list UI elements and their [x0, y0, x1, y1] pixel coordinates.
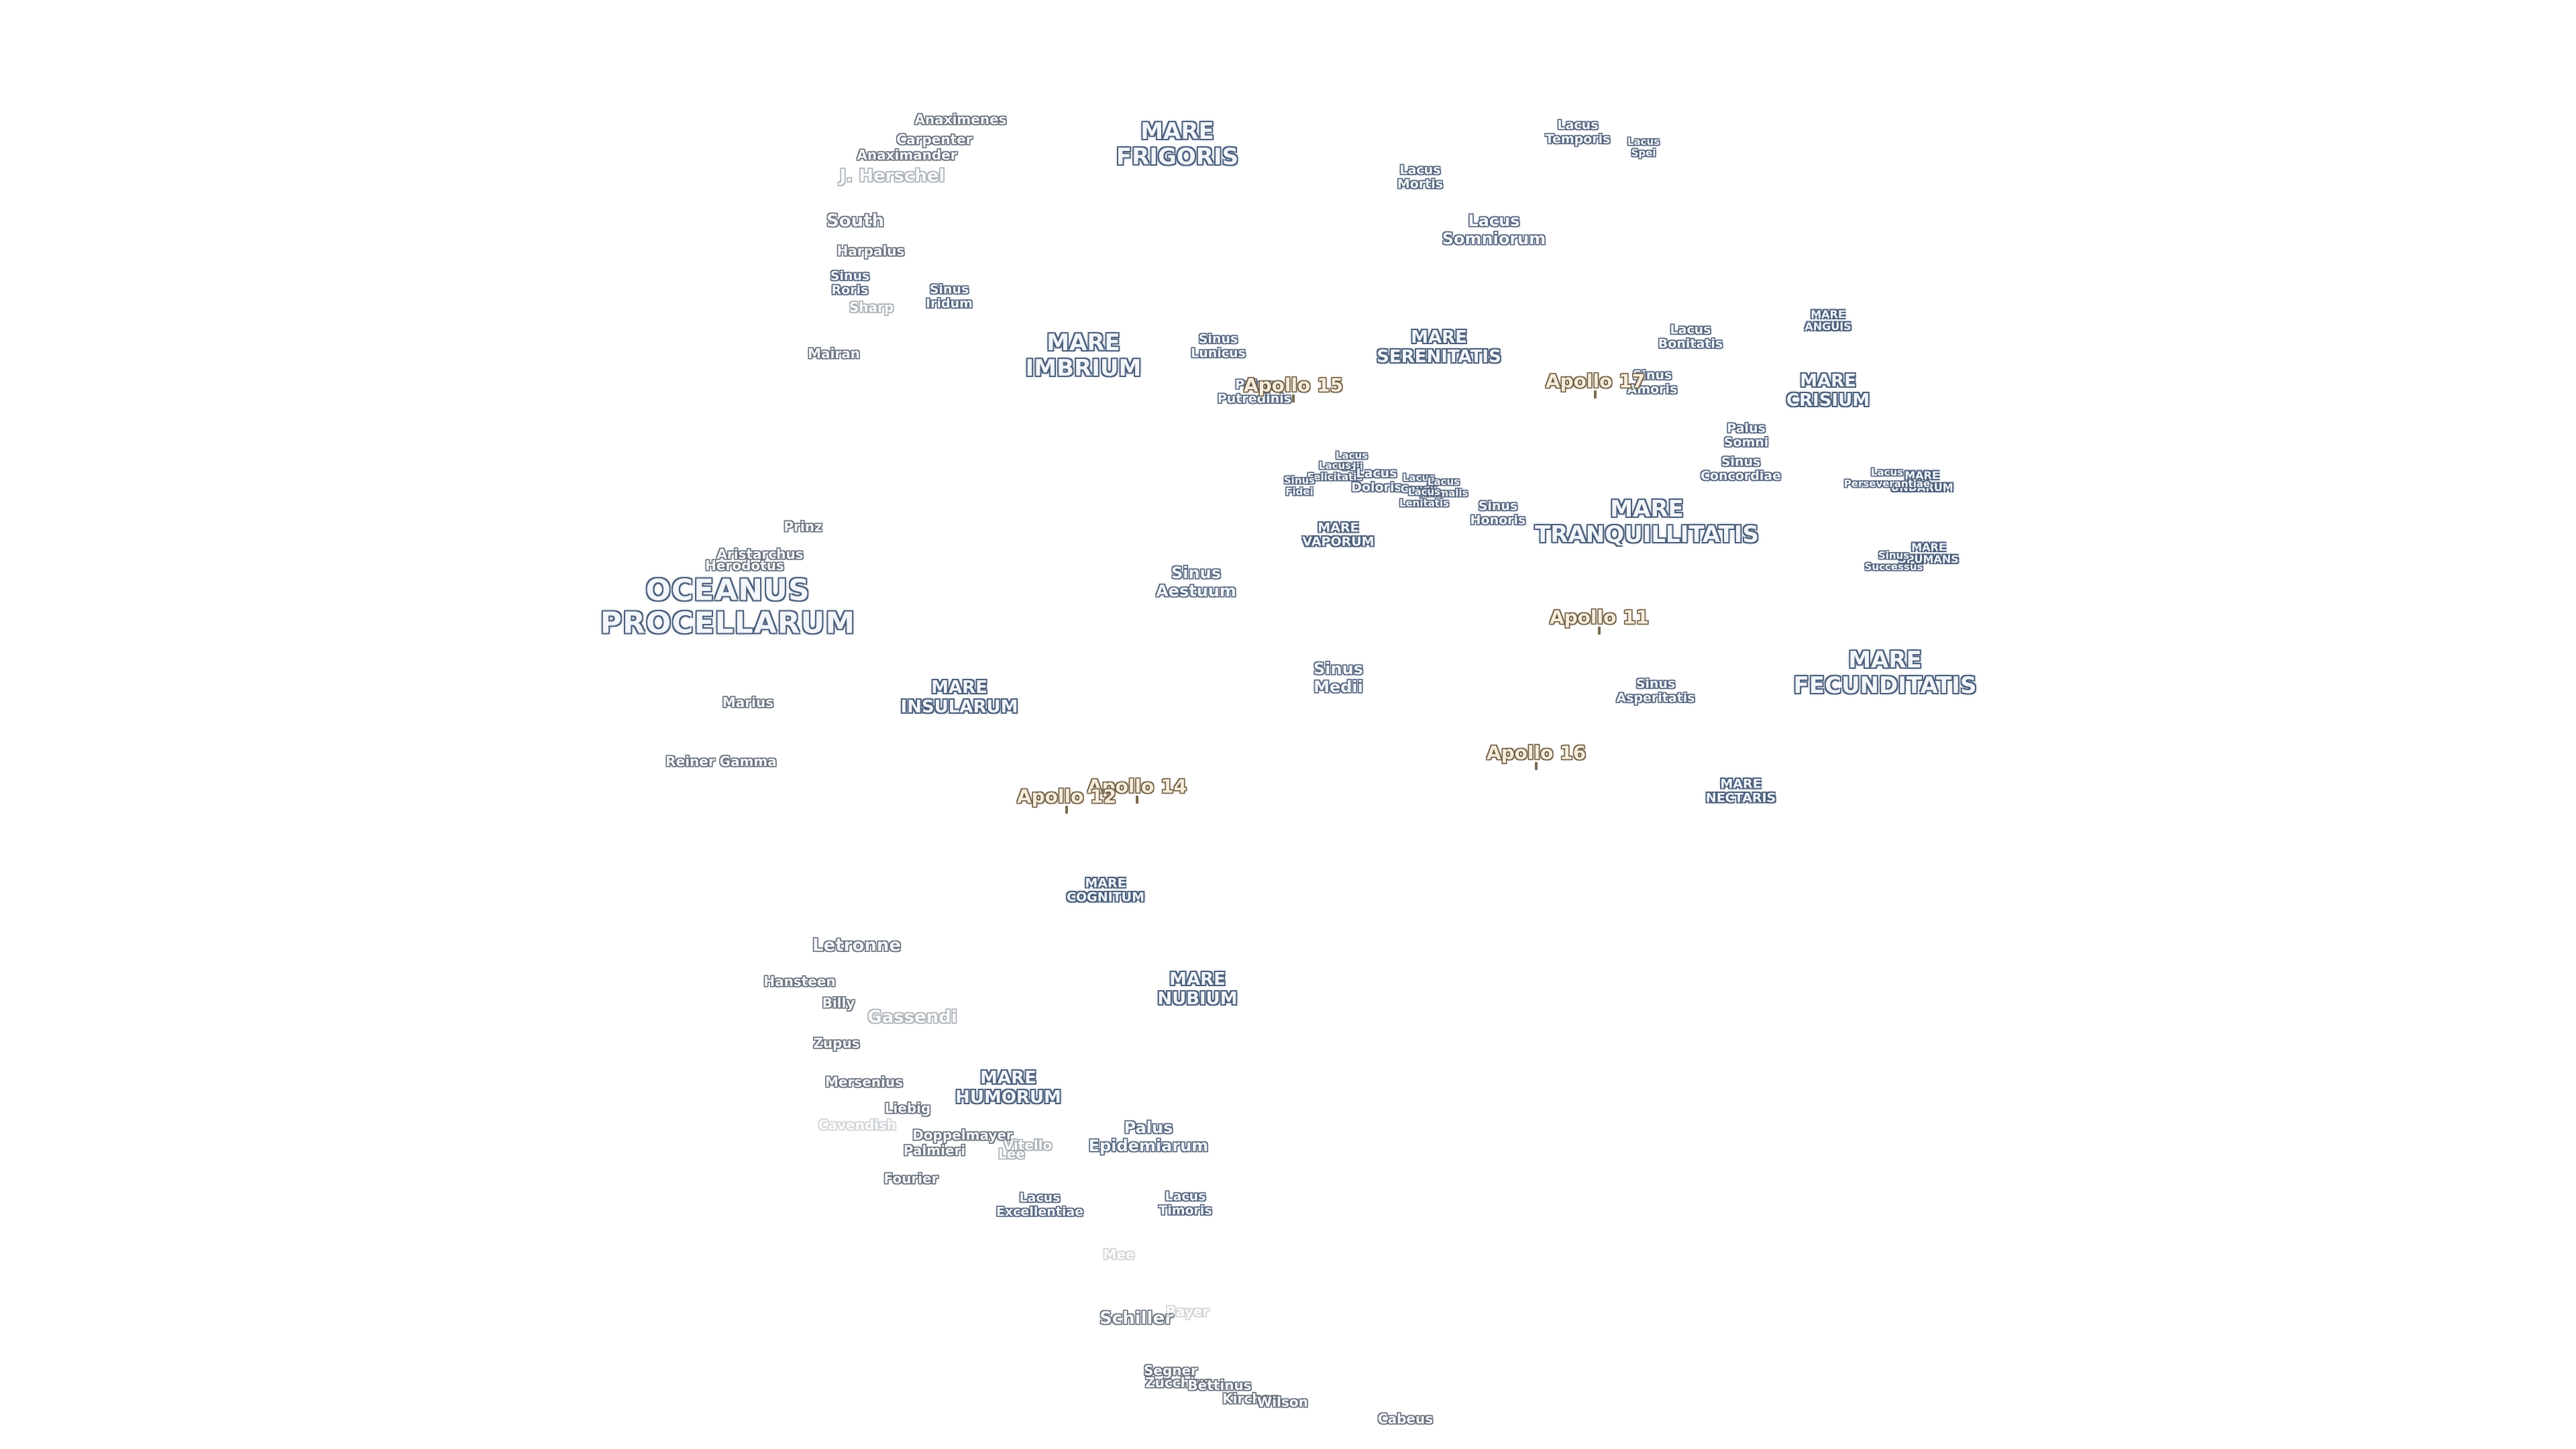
landing-site-label-apollo-14: Apollo 14	[1087, 775, 1187, 798]
mare-label-mare-spumans: MARE SPUMANS	[1898, 541, 1959, 566]
crater-label-segner: Segner	[1144, 1362, 1197, 1379]
feature-label-lacus-mortis: Lacus Mortis	[1397, 162, 1444, 192]
feature-label-lacus-temporis: Lacus Temporis	[1545, 117, 1611, 147]
crater-label-lee: Lee	[998, 1145, 1025, 1162]
landing-site-marker-icon	[1292, 394, 1295, 402]
mare-label-mare-anguis: MARE ANGUIS	[1805, 308, 1851, 333]
feature-label-sinus-iridum: Sinus Iridum	[926, 282, 973, 311]
crater-label-bayer: Bayer	[1165, 1303, 1210, 1320]
mare-label-mare-imbrium: MARE IMBRIUM	[1025, 329, 1142, 382]
crater-label-reiner-gamma: Reiner Gamma	[665, 753, 777, 769]
mare-label-mare-serenitatis: MARE SERENITATIS	[1377, 327, 1501, 367]
mare-label-mare-nubium: MARE NUBIUM	[1157, 969, 1238, 1009]
crater-label-billy: Billy	[822, 994, 855, 1011]
crater-label-doppelmayer: Doppelmayer	[912, 1126, 1013, 1143]
feature-label-sinus-honoris: Sinus Honoris	[1470, 498, 1526, 528]
crater-label-j-herschel: J. Herschel	[839, 166, 945, 186]
crater-label-aristarchus: Aristarchus	[716, 545, 804, 562]
feature-label-lacus-perseverantiae: Lacus Perseverantiae	[1843, 466, 1931, 490]
crater-label-anaximander: Anaximander	[857, 146, 957, 163]
mare-label-mare-humorum: MARE HUMORUM	[955, 1067, 1061, 1108]
mare-label-mare-fecunditatis: MARE FECUNDITATIS	[1793, 646, 1977, 699]
crater-label-prinz: Prinz	[784, 518, 822, 535]
feature-label-lacus-timoris: Lacus Timoris	[1159, 1189, 1212, 1218]
crater-label-gassendi: Gassendi	[867, 1007, 957, 1028]
crater-label-mairan: Mairan	[808, 345, 860, 362]
feature-label-lacus-lenitatis: Lacus Lenitatis	[1399, 486, 1450, 509]
feature-label-lacus-odii: Lacus Odii	[1335, 449, 1368, 473]
mare-label-mare-tranquillitatis: MARE TRANQUILLITATIS	[1535, 495, 1759, 548]
mare-label-oceanus-procellarum: OCEANUS PROCELLARUM	[600, 573, 856, 641]
crater-label-herodotus: Herodotus	[705, 557, 784, 574]
crater-label-bettinus: Bettinus	[1187, 1377, 1252, 1393]
feature-label-lacus-bonitatis: Lacus Bonitatis	[1658, 322, 1723, 352]
landing-site-label-apollo-12: Apollo 12	[1016, 785, 1117, 808]
crater-label-kircher: Kircher	[1222, 1390, 1277, 1407]
crater-label-liebig: Liebig	[884, 1099, 931, 1116]
crater-label-fourier: Fourier	[883, 1170, 938, 1187]
mare-label-mare-cognitum: MARE COGNITUM	[1067, 875, 1144, 905]
feature-label-lacus-gaudii: Lacus Gaudii	[1400, 472, 1438, 495]
feature-label-palus-epidemiarum: Palus Epidemiarum	[1088, 1118, 1209, 1155]
crater-label-hansteen: Hansteen	[763, 973, 836, 989]
feature-label-sinus-asperitatis: Sinus Asperitatis	[1616, 676, 1695, 706]
feature-label-sinus-concordiae: Sinus Concordiae	[1700, 454, 1782, 484]
landing-site-marker-icon	[1065, 806, 1068, 814]
landing-site-label-apollo-11: Apollo 11	[1549, 606, 1650, 629]
landing-site-label-apollo-15: Apollo 15	[1243, 374, 1344, 396]
mare-label-mare-frigoris: MARE FRIGORIS	[1116, 117, 1239, 170]
mare-label-mare-vaporum: MARE VAPORUM	[1302, 520, 1375, 549]
crater-label-letronne: Letronne	[812, 935, 901, 956]
feature-label-sinus-medii: Sinus Medii	[1313, 659, 1363, 696]
crater-label-zupus: Zupus	[813, 1034, 860, 1051]
crater-label-sharp: Sharp	[849, 299, 894, 315]
landing-site-marker-icon	[1136, 796, 1138, 804]
feature-label-lacus-hiemalis: Lacus Hiemalis	[1419, 476, 1468, 499]
crater-label-anaximenes: Anaximenes	[914, 111, 1007, 127]
landing-site-marker-icon	[1598, 627, 1601, 635]
feature-label-palus-somni: Palus Somni	[1723, 421, 1769, 450]
feature-label-sinus-successus: Sinus Successus	[1864, 549, 1923, 573]
crater-label-palmieri: Palmieri	[903, 1142, 966, 1159]
crater-label-harpalus: Harpalus	[837, 242, 905, 259]
crater-label-carpenter: Carpenter	[896, 131, 973, 148]
mare-label-mare-nectaris: MARE NECTARIS	[1705, 776, 1776, 806]
feature-label-palus-putredinis: Palus Putredinis	[1217, 377, 1292, 407]
crater-label-marius: Marius	[722, 694, 774, 710]
feature-label-sinus-fidei: Sinus Fidei	[1283, 474, 1316, 498]
feature-label-lacus-felicitatis: Lacus Felicitatis	[1307, 460, 1363, 483]
crater-label-cabeus: Cabeus	[1377, 1410, 1434, 1427]
feature-label-lacus-excellentiae: Lacus Excellentiae	[996, 1190, 1084, 1220]
mare-label-mare-insularum: MARE INSULARUM	[900, 677, 1018, 717]
landing-site-marker-icon	[1594, 390, 1597, 398]
mare-label-mare-undarum: MARE UNDARUM	[1890, 469, 1953, 494]
crater-label-mee: Mee	[1103, 1246, 1135, 1263]
crater-label-cavendish: Cavendish	[818, 1116, 897, 1133]
crater-label-mersenius: Mersenius	[824, 1073, 904, 1090]
feature-label-lacus-somniorum: Lacus Somniorum	[1442, 211, 1546, 248]
crater-label-wilson: Wilson	[1257, 1393, 1308, 1410]
landing-site-marker-icon	[1535, 762, 1538, 770]
crater-label-zucchius: Zucchius	[1145, 1374, 1212, 1391]
feature-label-sinus-amoris: Sinus Amoris	[1627, 368, 1678, 397]
mare-label-mare-crisium: MARE CRISIUM	[1786, 370, 1870, 411]
landing-site-label-apollo-16: Apollo 16	[1486, 741, 1587, 764]
crater-label-vitello: Vitello	[1003, 1136, 1053, 1153]
feature-label-lacus-spei: Lacus Spei	[1627, 136, 1660, 159]
feature-label-sinus-roris: Sinus Roris	[830, 268, 870, 298]
crater-label-south: South	[826, 211, 885, 231]
crater-label-schiller: Schiller	[1099, 1308, 1173, 1329]
feature-label-sinus-aestuum: Sinus Aestuum	[1156, 564, 1236, 600]
landing-site-label-apollo-17: Apollo 17	[1545, 370, 1646, 392]
feature-label-lacus-doloris: Lacus Doloris	[1351, 466, 1402, 495]
feature-label-sinus-lunicus: Sinus Lunicus	[1191, 331, 1246, 361]
